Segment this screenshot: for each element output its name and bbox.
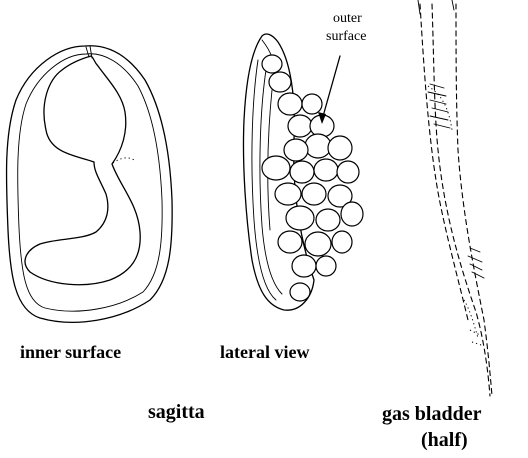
label-gas-bladder: gas bladder [382, 403, 482, 425]
label-inner-surface: inner surface [20, 342, 121, 362]
annotation-surface: surface [326, 29, 366, 44]
label-sagitta: sagitta [148, 401, 205, 423]
gas-bladder-drawing [418, 0, 492, 396]
label-gas-bladder-half: (half) [421, 429, 468, 451]
label-lateral-view: lateral view [220, 342, 309, 362]
sagitta-lateral-view-drawing [243, 34, 363, 310]
annotation-outer: outer [333, 11, 362, 26]
sagitta-inner-surface-drawing [6, 46, 172, 323]
